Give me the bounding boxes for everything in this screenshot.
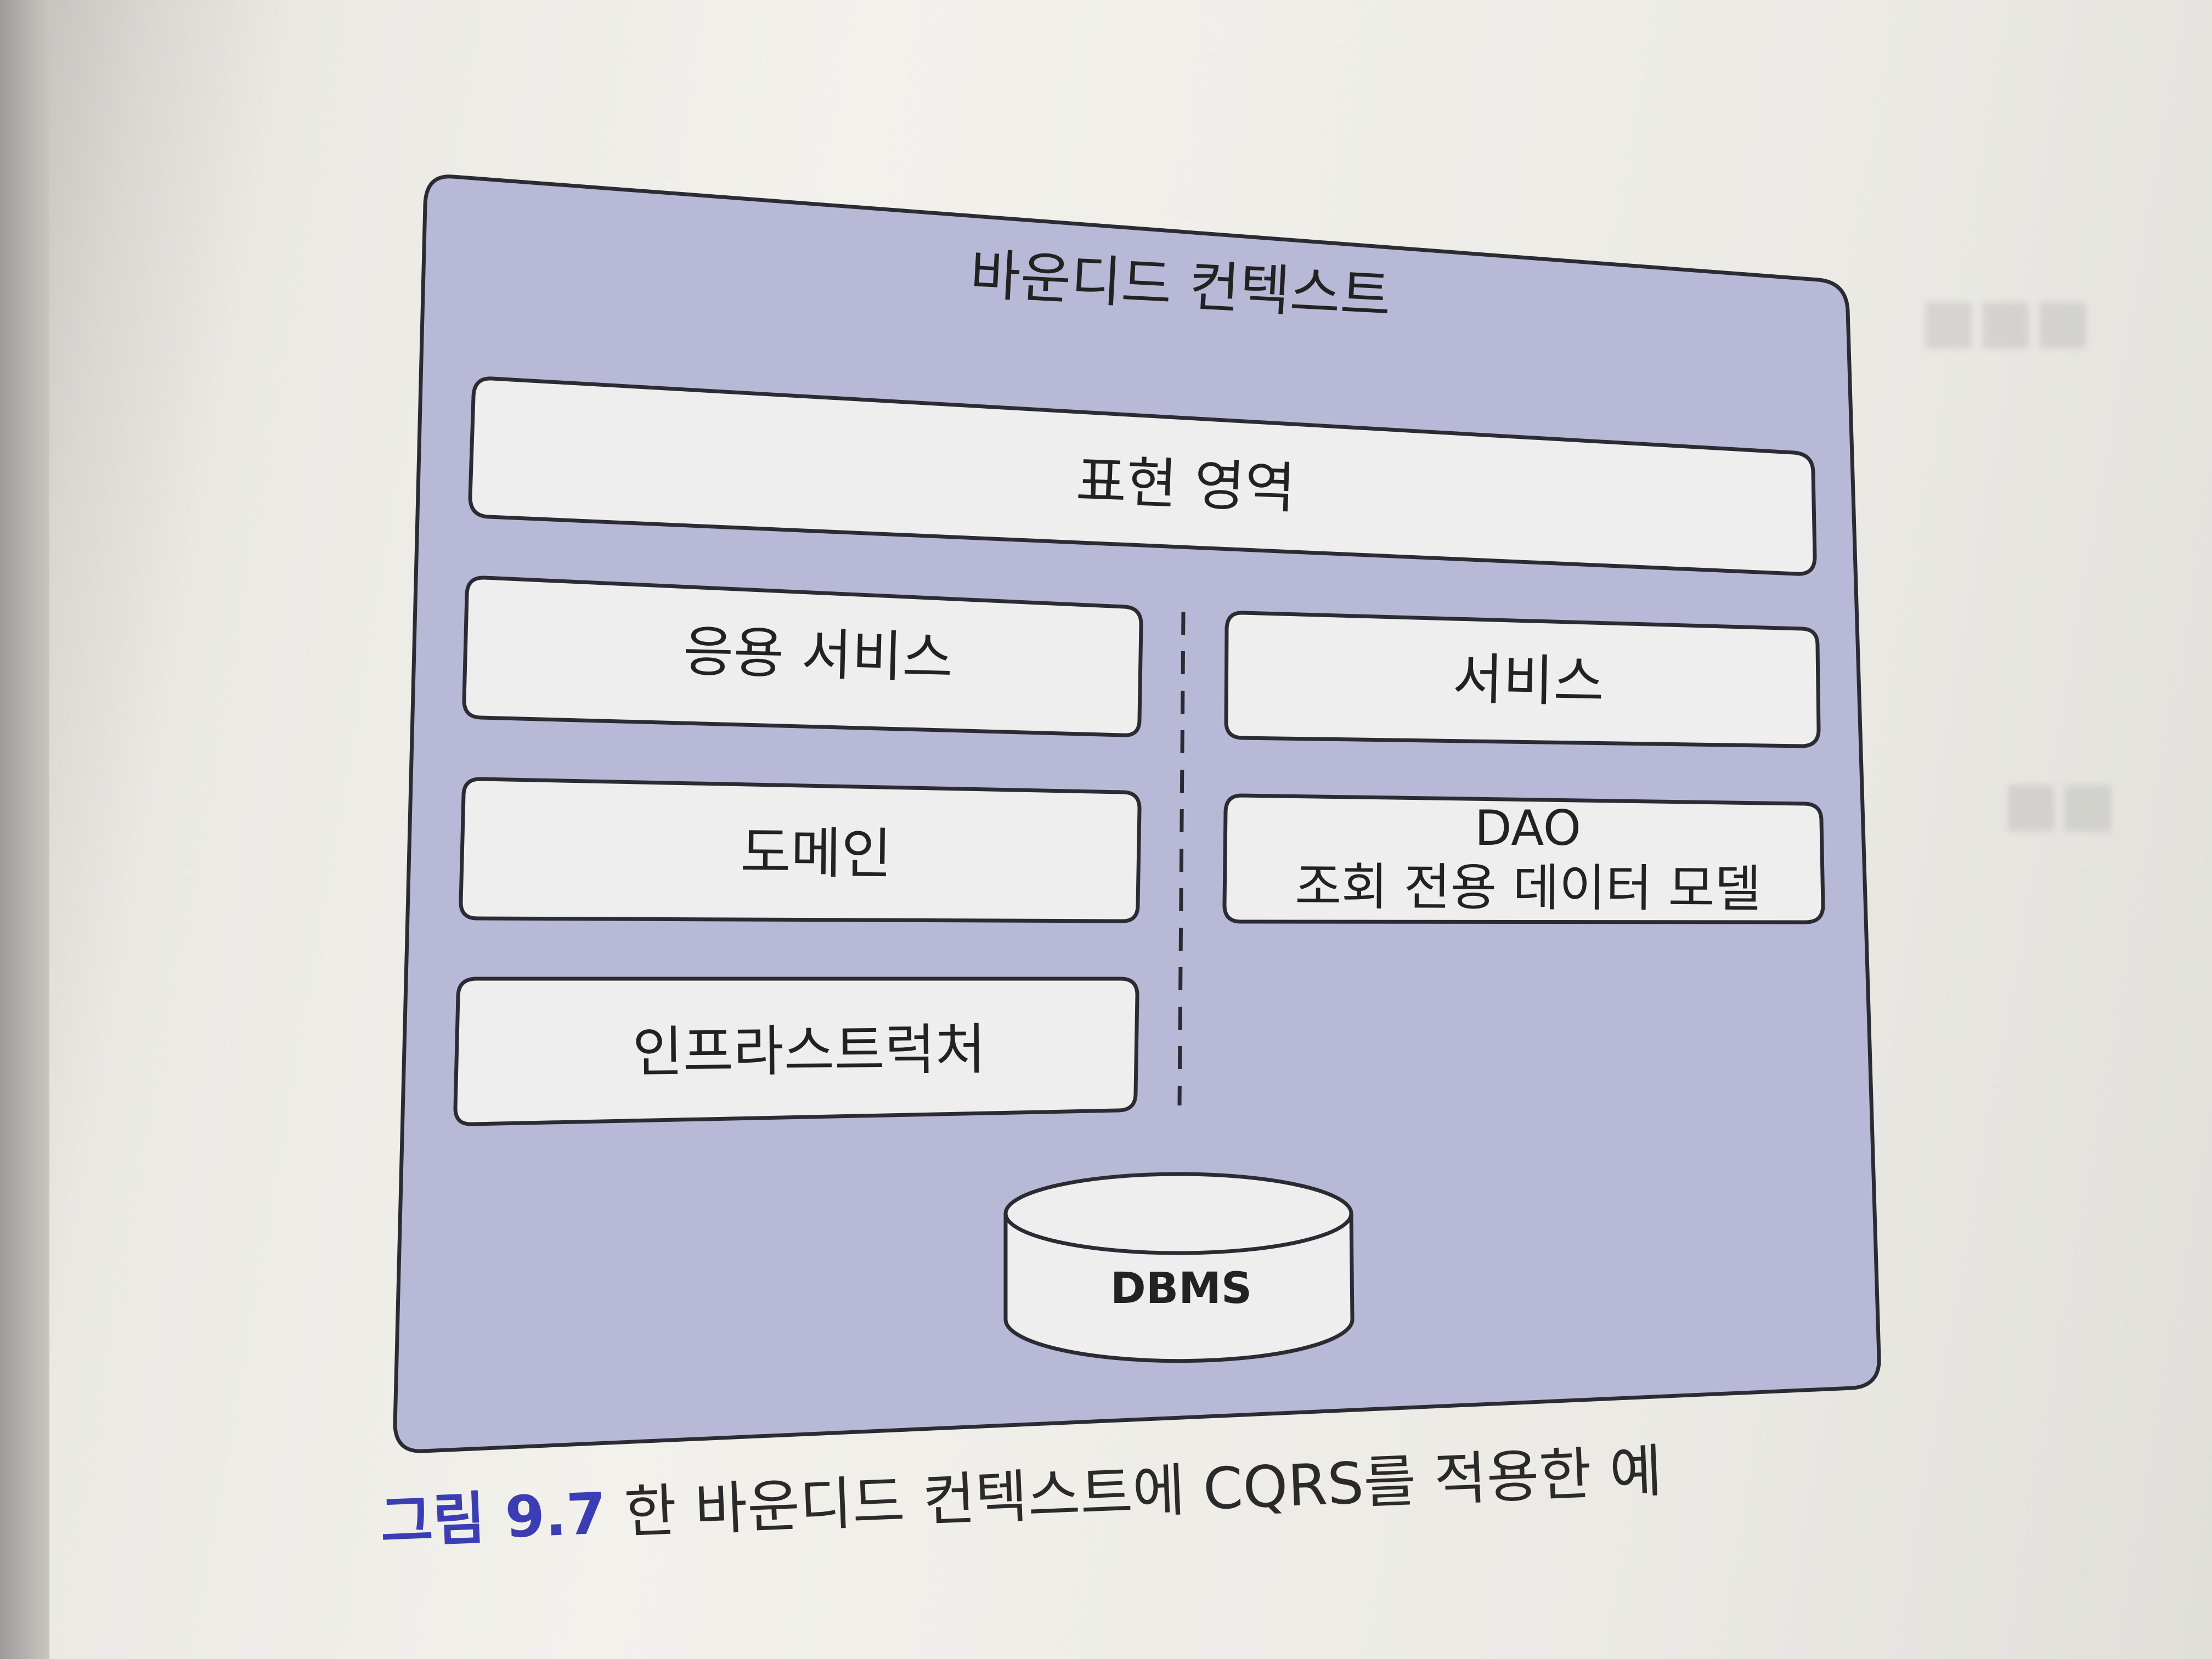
- show-through-text: ■■■: [1920, 285, 2091, 356]
- command-query-divider: [1177, 611, 1186, 1106]
- show-through-text: ■■: [2002, 768, 2117, 838]
- dao-query-model-box: [1222, 793, 1825, 924]
- figure-number: 그림 9.7: [379, 1480, 608, 1556]
- domain-box: [459, 777, 1142, 923]
- dbms-label: DBMS: [1110, 1264, 1252, 1313]
- presentation-layer-box: [468, 376, 1817, 576]
- domain-label: 도메인: [740, 821, 892, 887]
- presentation-layer-label: 표현 영역: [1075, 449, 1296, 521]
- book-page-edge: [0, 0, 49, 1659]
- application-service-box: [462, 575, 1143, 737]
- dao-label: DAO: [1475, 800, 1581, 856]
- service-box: [1224, 611, 1821, 748]
- infrastructure-box: [453, 977, 1139, 1126]
- application-service-label: 응용 서비스: [682, 619, 954, 691]
- dbms-cylinder: [1003, 1172, 1355, 1363]
- service-label: 서비스: [1452, 647, 1605, 714]
- infrastructure-label: 인프라스트럭처: [632, 1017, 986, 1085]
- query-data-model-label: 조회 전용 데이터 모델: [1295, 857, 1761, 918]
